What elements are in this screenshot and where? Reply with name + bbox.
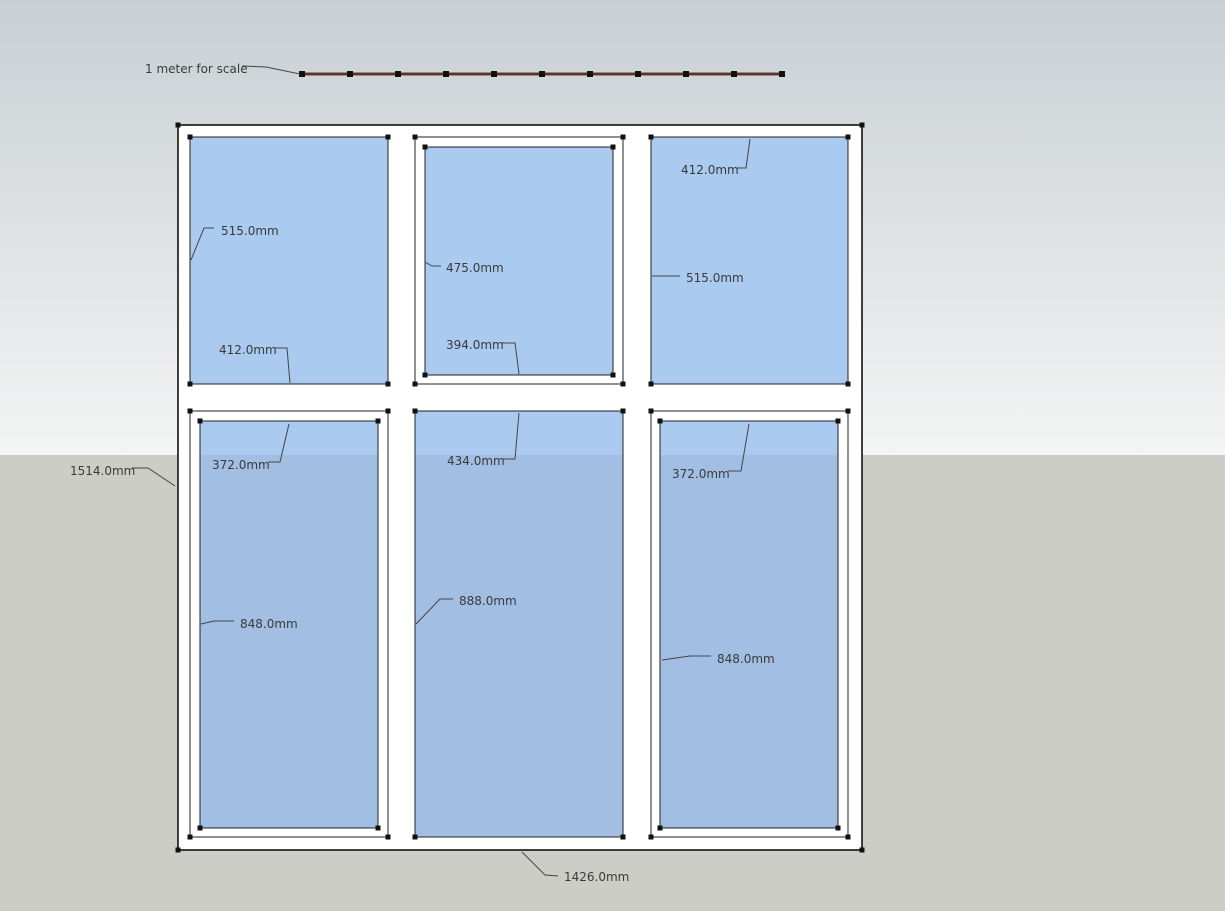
vertex-marker [375, 825, 381, 831]
scale-bar-tick [539, 71, 545, 77]
vertex-marker [610, 144, 616, 150]
vertex-marker [610, 372, 616, 378]
vertex-marker [385, 134, 391, 140]
scale-bar-tick [299, 71, 305, 77]
dim-top-left-height: 515.0mm [221, 224, 279, 238]
scale-bar-tick [491, 71, 497, 77]
vertex-marker [648, 408, 654, 414]
dim-top-left-width: 412.0mm [219, 343, 277, 357]
vertex-marker [385, 834, 391, 840]
dim-bottom-middle-width: 434.0mm [447, 454, 505, 468]
vertex-marker [620, 381, 626, 387]
vertex-marker [845, 834, 851, 840]
vertex-marker [845, 381, 851, 387]
vertex-marker [648, 381, 654, 387]
vertex-marker [657, 418, 663, 424]
scale-bar: 1 meter for scale [145, 62, 785, 77]
vertex-marker [859, 122, 865, 128]
vertex-markers [175, 122, 865, 853]
vertex-marker [620, 834, 626, 840]
dimension-annotations: 1514.0mm 1426.0mm 515.0mm 412.0mm 475.0m… [70, 138, 775, 884]
pane-top-middle [424, 146, 614, 376]
vertex-marker [385, 408, 391, 414]
vertex-marker [175, 847, 181, 853]
dim-overall-width: 1426.0mm [564, 870, 629, 884]
dim-bottom-middle-height: 888.0mm [459, 594, 517, 608]
vertex-marker [375, 418, 381, 424]
vertex-marker [835, 825, 841, 831]
vertex-marker [412, 381, 418, 387]
dim-top-middle-height: 475.0mm [446, 261, 504, 275]
vertex-marker [187, 134, 193, 140]
vertex-marker [648, 834, 654, 840]
vertex-marker [197, 418, 203, 424]
dim-top-right-height: 515.0mm [686, 271, 744, 285]
vertex-marker [422, 372, 428, 378]
pane-top-left [189, 136, 389, 385]
scale-bar-tick [587, 71, 593, 77]
vertex-marker [859, 847, 865, 853]
scale-bar-tick [395, 71, 401, 77]
dim-top-right-width: 412.0mm [681, 163, 739, 177]
vertex-marker [197, 825, 203, 831]
glass-sky-layer [189, 136, 849, 455]
scale-bar-tick [443, 71, 449, 77]
glass-ground-layer [189, 455, 849, 838]
vertex-marker [412, 408, 418, 414]
scale-bar-tick [683, 71, 689, 77]
scale-bar-tick [779, 71, 785, 77]
vertex-marker [657, 825, 663, 831]
dim-bottom-right-width: 372.0mm [672, 467, 730, 481]
dim-overall-height: 1514.0mm [70, 464, 135, 478]
vertex-marker [187, 834, 193, 840]
vertex-marker [175, 122, 181, 128]
dim-bottom-right-height: 848.0mm [717, 652, 775, 666]
scale-bar-tick [635, 71, 641, 77]
vertex-marker [845, 134, 851, 140]
dim-bottom-left-height: 848.0mm [240, 617, 298, 631]
scale-bar-tick [347, 71, 353, 77]
vertex-marker [620, 134, 626, 140]
scale-bar-tick [731, 71, 737, 77]
vertex-marker [187, 408, 193, 414]
vertex-marker [620, 408, 626, 414]
vertex-marker [648, 134, 654, 140]
vertex-marker [385, 381, 391, 387]
pane-top-right [650, 136, 849, 385]
vertex-marker [187, 381, 193, 387]
vertex-marker [845, 408, 851, 414]
pane-bottom-left [199, 420, 379, 455]
dim-top-middle-width: 394.0mm [446, 338, 504, 352]
scale-bar-label: 1 meter for scale [145, 62, 248, 76]
vertex-marker [422, 144, 428, 150]
vertex-marker [412, 134, 418, 140]
vertex-marker [835, 418, 841, 424]
vertex-marker [412, 834, 418, 840]
dim-bottom-left-width: 372.0mm [212, 458, 270, 472]
